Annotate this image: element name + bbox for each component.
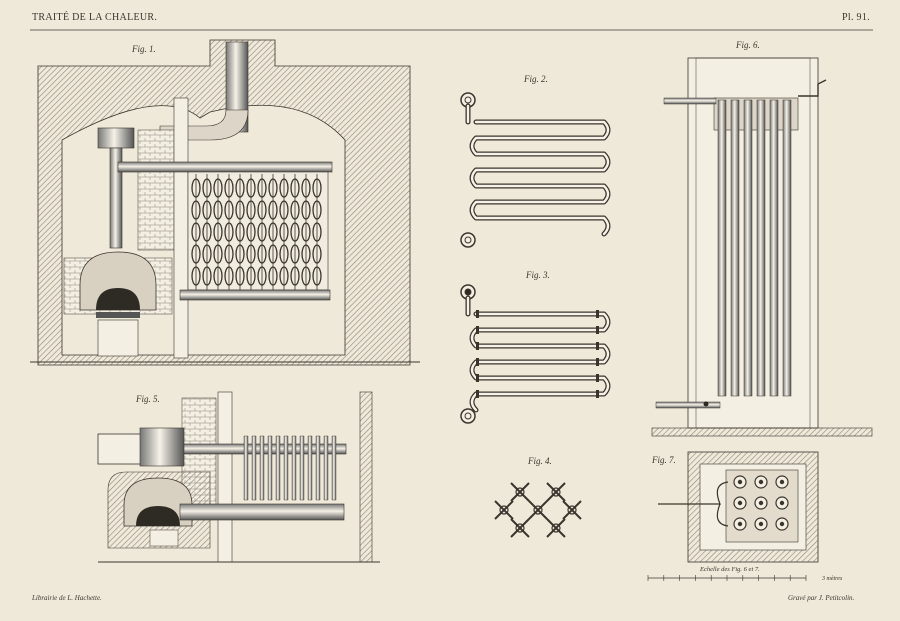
engraver-credit: Gravé par J. Petitcolin. [788,594,855,602]
fig5-caption: Fig. 5. [136,394,160,404]
figure-7-drawing [658,451,819,563]
figure-1-drawing [30,39,420,366]
plate-number: Pl. 91. [842,12,870,23]
radiator-coils [191,174,322,290]
fig6-vertical-tubes [717,99,792,397]
fig1-caption: Fig. 1. [132,44,156,54]
fig7-caption: Fig. 7. [652,455,676,465]
fig2-caption: Fig. 2. [524,74,548,84]
fig3-caption: Fig. 3. [526,270,550,280]
fig7-tube-sections [733,475,789,531]
figure-3-drawing [460,284,611,424]
figure-4-drawing [494,482,582,538]
figure-6-drawing [651,57,873,437]
scale-unit: 3 mètres [822,576,843,582]
fig5-radiator-fins [243,435,337,501]
scale-caption: Echelle des Fig. 6 et 7. [700,566,760,573]
fig4-caption: Fig. 4. [528,456,552,466]
figure-5-drawing [97,391,380,563]
plate-title: TRAITÉ DE LA CHALEUR. [32,12,158,23]
scale-bar [647,575,807,581]
fig6-caption: Fig. 6. [736,40,760,50]
publisher-credit: Librairie de L. Hachette. [32,594,102,602]
figure-2-drawing [460,92,611,248]
